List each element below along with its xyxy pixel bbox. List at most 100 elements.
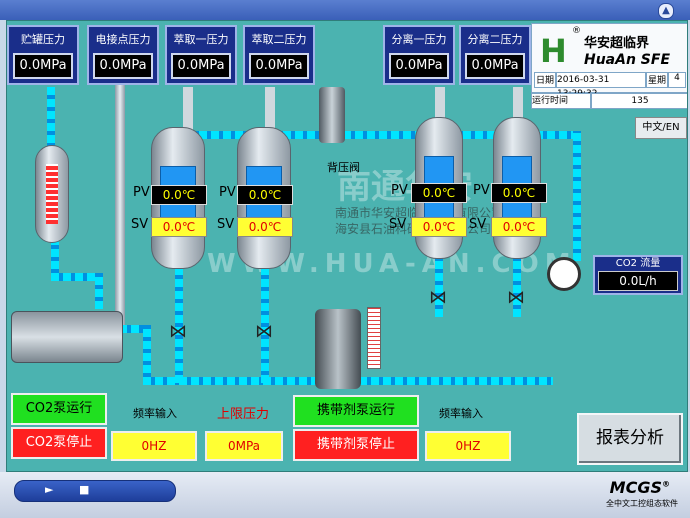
pv-value-extractor-2: 0.0℃ [237, 185, 293, 205]
co2-pump-run-button[interactable]: CO2泵运行 [11, 393, 107, 425]
gauge-extract2-pressure: 萃取二压力 0.0MPa [243, 25, 315, 85]
sv-tag: SV [131, 217, 149, 232]
company-logo: H 华安超临界 ® HuaAn SFE 日期 2016-03-31 13:29:… [531, 23, 687, 99]
pipe [435, 87, 445, 127]
runtime-value: 135 [591, 93, 687, 109]
runtime-bar: ► ■ MCGS® 全中文工控组态软件 [0, 472, 690, 518]
gauge-separate2-pressure: 分离二压力 0.0MPa [459, 25, 531, 85]
pv-value-separator-1: 0.0℃ [411, 183, 467, 203]
sv-tag: SV [469, 217, 487, 232]
runtime-label: 运行时间 [531, 93, 591, 109]
upper-pressure-field[interactable]: 0MPa [205, 431, 283, 461]
sv-value-separator-2[interactable]: 0.0℃ [491, 217, 547, 237]
freq-input-label-2: 频率输入 [439, 407, 483, 420]
gauge-separate1-pressure: 分离一压力 0.0MPa [383, 25, 455, 85]
sv-tag: SV [217, 217, 235, 232]
pipe [435, 257, 443, 317]
co2-flow-label: CO2 流量 [615, 258, 661, 269]
mcgs-text: MCGS [609, 478, 662, 497]
date-label: 日期 [534, 72, 556, 88]
pv-tag: PV [391, 183, 408, 198]
play-icon[interactable]: ► [45, 483, 54, 496]
freq-input-field-2[interactable]: 0HZ [425, 431, 511, 461]
mcgs-registered: ® [662, 479, 670, 489]
pv-value-extractor-1: 0.0℃ [151, 185, 207, 205]
sv-value-extractor-1[interactable]: 0.0℃ [151, 217, 207, 237]
collapse-icon[interactable]: ▲ [658, 3, 674, 19]
pipe [573, 131, 581, 261]
pipe [119, 325, 149, 333]
huaan-logo-icon: H [540, 32, 567, 70]
back-pressure-valve-icon[interactable] [319, 87, 345, 143]
gauge-value: 0.0MPa [171, 53, 231, 79]
language-toggle-button[interactable]: 中文/EN [635, 117, 687, 139]
playback-controls[interactable]: ► ■ [14, 480, 176, 502]
upper-pressure-label: 上限压力 [217, 407, 270, 422]
pipe [513, 87, 523, 127]
gauge-extract1-pressure: 萃取一压力 0.0MPa [165, 25, 237, 85]
sv-value-extractor-2[interactable]: 0.0℃ [237, 217, 293, 237]
week-value: 4 [668, 72, 686, 88]
sv-value-separator-1[interactable]: 0.0℃ [411, 217, 467, 237]
gauge-value: 0.0MPa [465, 53, 525, 79]
report-analysis-button[interactable]: 报表分析 [577, 413, 683, 465]
sv-tag: SV [389, 217, 407, 232]
pipe [51, 241, 59, 281]
back-pressure-valve-label: 背压阀 [327, 161, 360, 174]
pipe [175, 267, 183, 383]
title-bar: ▲ [0, 0, 690, 20]
carrier-pump-run-button[interactable]: 携带剂泵运行 [293, 395, 419, 427]
grey-pipe [115, 85, 125, 325]
co2-flow-panel: CO2 流量 0.0L/h [593, 255, 683, 295]
pipe [47, 87, 55, 167]
pipe [265, 87, 275, 137]
mcgs-brand: MCGS® [610, 478, 670, 497]
co2-pump-stop-button[interactable]: CO2泵停止 [11, 427, 107, 459]
week-label: 星期 [646, 72, 668, 88]
gauge-storage-pressure: 贮罐压力 0.0MPa [7, 25, 79, 85]
co2-flow-value: 0.0L/h [598, 271, 678, 291]
pv-tag: PV [133, 185, 150, 200]
process-screen: 贮罐压力 0.0MPa 电接点压力 0.0MPa 萃取一压力 0.0MPa 萃取… [6, 20, 688, 472]
flow-meter-icon [547, 257, 581, 291]
carrier-pump-stop-button[interactable]: 携带剂泵停止 [293, 429, 419, 461]
gauge-label: 分离一压力 [391, 33, 447, 46]
co2-pump-icon [11, 311, 123, 363]
valve-icon[interactable]: ⋈ [429, 287, 447, 308]
gauge-value: 0.0MPa [389, 53, 449, 79]
gauge-label: 电接点压力 [95, 33, 151, 46]
pv-tag: PV [219, 185, 236, 200]
gauge-value: 0.0MPa [249, 53, 309, 79]
freq-input-field-1[interactable]: 0HZ [111, 431, 197, 461]
logo-en: HuaAn SFE [584, 52, 671, 68]
pipe [175, 131, 575, 139]
gauge-label: 萃取一压力 [173, 33, 229, 46]
pipe [261, 267, 269, 383]
storage-tank [35, 145, 69, 243]
carrier-pump-icon [315, 309, 361, 389]
pv-tag: PV [473, 183, 490, 198]
gauge-contact-pressure: 电接点压力 0.0MPa [87, 25, 159, 85]
freq-input-label-1: 频率输入 [133, 407, 177, 420]
gauge-value: 0.0MPa [13, 53, 73, 79]
flask-gauge-icon [367, 307, 381, 369]
valve-icon[interactable]: ⋈ [169, 321, 187, 342]
valve-icon[interactable]: ⋈ [507, 287, 525, 308]
mcgs-subtitle: 全中文工控组态软件 [606, 499, 678, 508]
gauge-value: 0.0MPa [93, 53, 153, 79]
logo-cn: 华安超临界 [584, 36, 650, 51]
stop-icon[interactable]: ■ [79, 483, 90, 496]
datetime-readout: 2016-03-31 13:29:32 [556, 72, 646, 99]
pipe [51, 273, 101, 281]
tank-level-icon [46, 164, 58, 224]
gauge-label: 贮罐压力 [21, 33, 65, 46]
date-value: 2016-03-31 [557, 75, 610, 85]
valve-icon[interactable]: ⋈ [255, 321, 273, 342]
pipe [183, 87, 193, 137]
gauge-label: 分离二压力 [467, 33, 523, 46]
pipe [143, 325, 151, 385]
pipe [513, 257, 521, 317]
gauge-label: 萃取二压力 [251, 33, 307, 46]
pv-value-separator-2: 0.0℃ [491, 183, 547, 203]
